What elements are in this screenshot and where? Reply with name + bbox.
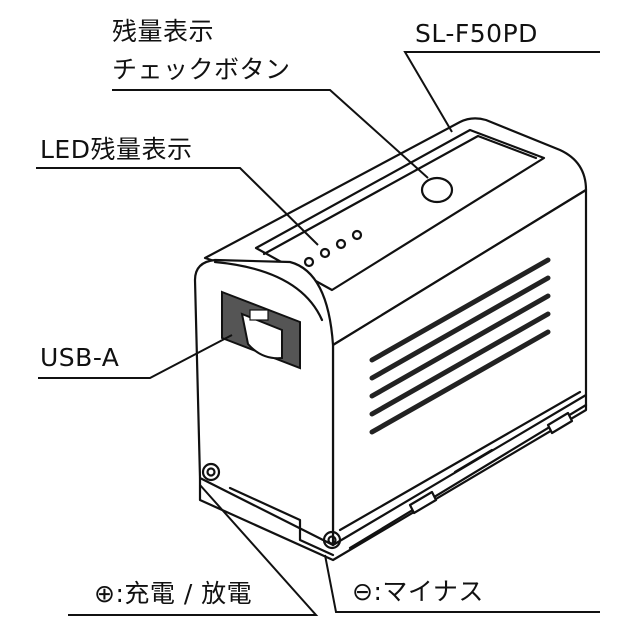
leader-usb [38,334,233,379]
side-rail-lower [348,403,588,550]
label-led-indicator: LED残量表示 [40,135,193,164]
label-model: SL-F50PD [415,19,538,48]
side-groove [453,448,494,474]
label-minus-terminal: ⊖:マイナス [352,577,484,606]
vent-5 [369,329,551,435]
leader-led [36,167,319,246]
vent-1 [369,257,551,363]
minus-terminal [322,530,342,550]
label-plus-terminal: ⊕:充電 / 放電 [94,579,253,608]
label-check-button-line1: 残量表示 [112,17,215,46]
led-dot-1 [303,256,315,268]
side-latch-2 [546,411,574,435]
leader-check-button [112,89,429,179]
top-panel-ridge [262,134,538,256]
vent-3 [369,293,551,399]
vent-4 [369,311,551,417]
led-dot-3 [335,238,347,250]
front-corner-edge [213,260,324,322]
plus-terminal [201,462,221,482]
led-dot-2 [319,247,331,259]
usb-icon [249,309,269,321]
label-usb: USB-A [40,343,120,372]
side-vents [369,257,551,435]
remaining-check-button[interactable] [420,176,454,204]
base-rail [228,486,335,557]
led-dot-4 [351,229,363,241]
leader-model [403,51,600,133]
side-latch-1 [408,490,438,515]
leader-lines [36,51,600,616]
usb-port-area [221,290,301,370]
leader-plus [68,484,319,616]
usb-cap[interactable] [240,312,283,360]
plus-terminal-inner [206,467,216,477]
side-rail [338,390,582,532]
minus-terminal-inner [327,535,337,545]
label-check-button-line2: チェックボタン [112,55,291,84]
leader-minus [324,554,600,613]
vent-2 [369,275,551,381]
